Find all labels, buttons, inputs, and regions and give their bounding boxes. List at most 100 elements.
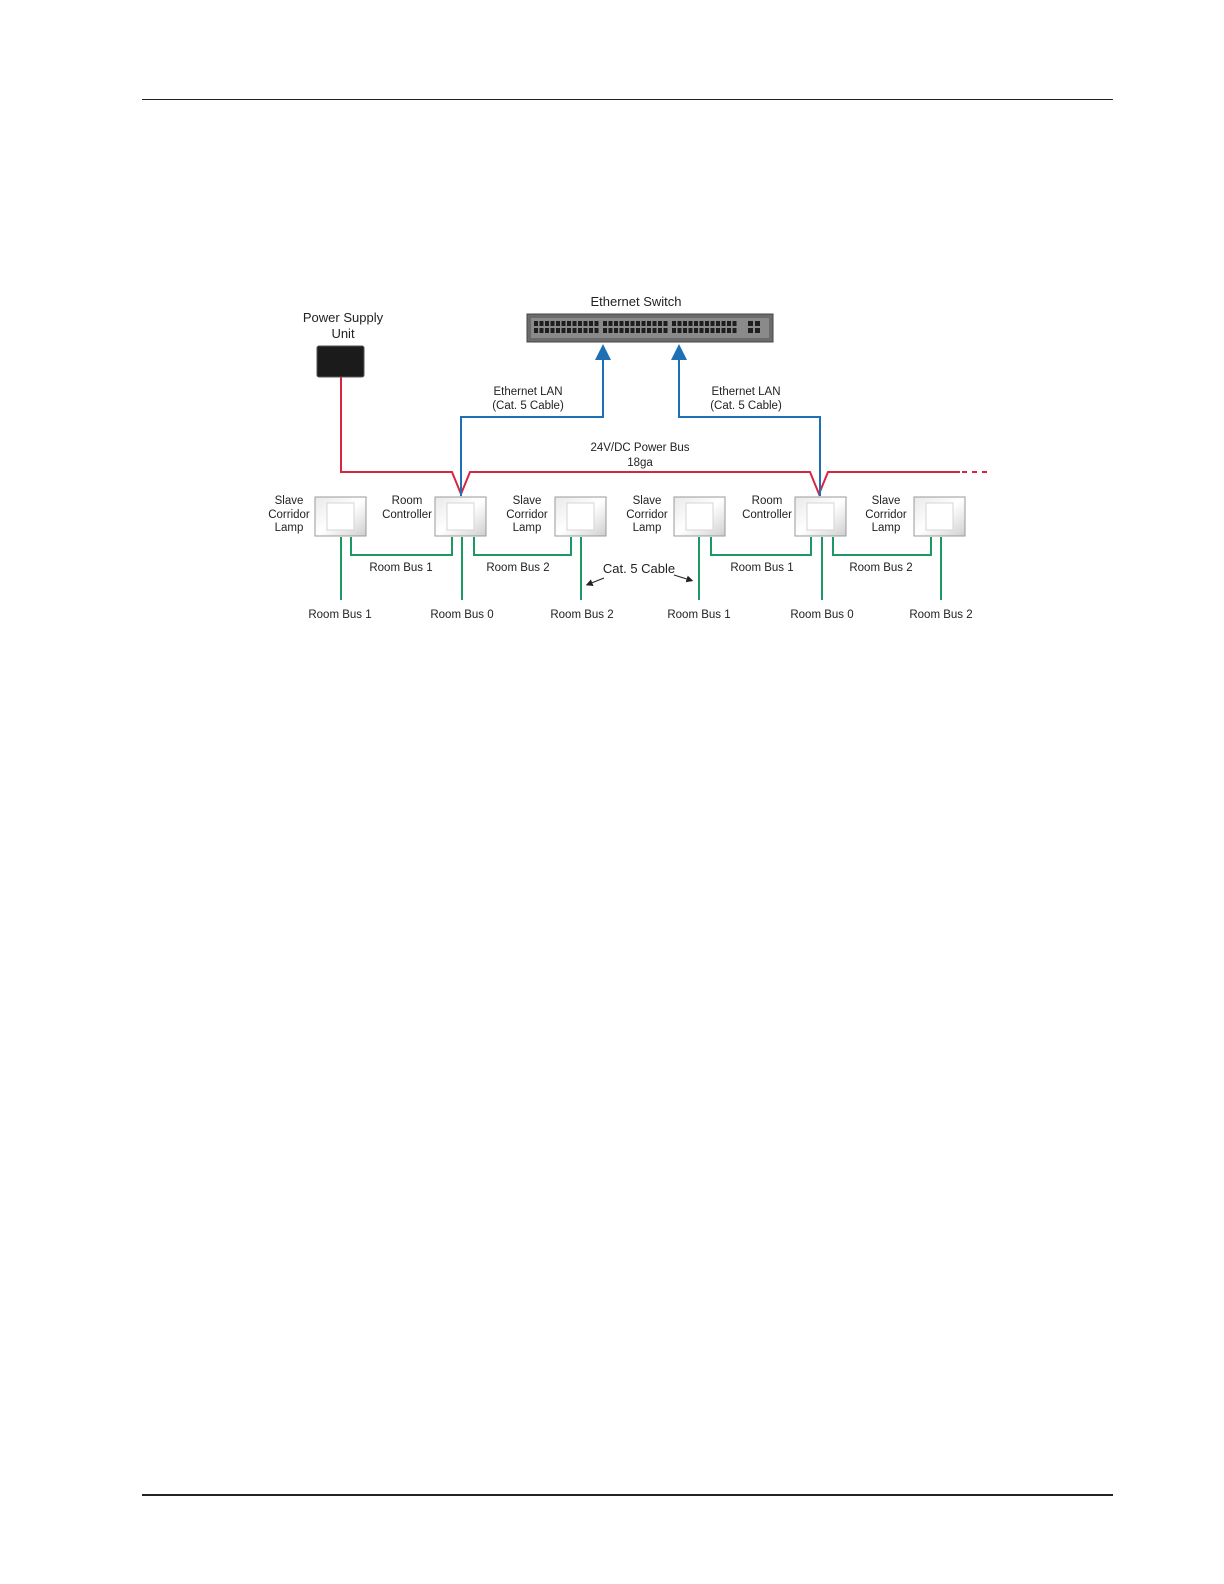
switch-port — [710, 328, 715, 333]
switch-port — [619, 321, 624, 326]
room-controller-2 — [794, 496, 847, 537]
switch-port — [636, 328, 640, 333]
switch-port — [663, 321, 668, 326]
switch-port — [652, 328, 657, 333]
switch-port — [534, 328, 538, 333]
power-supply-unit — [316, 345, 365, 378]
switch-port — [716, 328, 720, 333]
room-controller-1 — [434, 496, 487, 537]
switch-port — [727, 321, 731, 326]
switch-port — [699, 321, 704, 326]
switch-port — [641, 321, 646, 326]
switch-port — [630, 321, 635, 326]
cat5-cable-label: Cat. 5 Cable — [603, 561, 675, 576]
switch-port — [732, 321, 737, 326]
slave-corridor-lamp-2 — [554, 496, 607, 537]
slave-corridor-lamp-4 — [913, 496, 966, 537]
link-label-room-bus-1-b: Room Bus 1 — [730, 562, 793, 574]
slave4-label-3: Lamp — [872, 522, 901, 534]
switch-port — [589, 321, 593, 326]
switch-port — [688, 321, 693, 326]
switch-port — [545, 321, 549, 326]
slave2-label-2: Corridor — [506, 509, 548, 521]
switch-port — [658, 321, 662, 326]
slave3-label-2: Corridor — [626, 509, 668, 521]
switch-port — [572, 321, 577, 326]
switch-port — [694, 321, 698, 326]
lan-left-label-line1: Ethernet LAN — [493, 386, 562, 398]
slave-corridor-lamp-3 — [673, 496, 726, 537]
slave-corridor-lamp-1 — [314, 496, 367, 537]
switch-port — [636, 321, 640, 326]
switch-port — [539, 321, 544, 326]
switch-port — [608, 328, 613, 333]
switch-port — [614, 328, 618, 333]
switch-port — [630, 328, 635, 333]
rc2-label-1: Room — [752, 495, 783, 507]
switch-port — [677, 328, 682, 333]
power-supply-label-line1: Power Supply — [303, 310, 384, 325]
switch-uplink-port — [748, 328, 753, 333]
power-bus-wire — [340, 377, 992, 497]
switch-port — [732, 328, 737, 333]
switch-port — [705, 328, 709, 333]
switch-port — [721, 321, 726, 326]
switch-port — [603, 321, 607, 326]
power-supply-label-line2: Unit — [331, 326, 355, 341]
footer-rule — [142, 1494, 1113, 1496]
power-bus-label-line2: 18ga — [627, 457, 653, 469]
slave3-label-3: Lamp — [633, 522, 662, 534]
link-label-room-bus-2-a: Room Bus 2 — [486, 562, 549, 574]
lan-right-label-line2: (Cat. 5 Cable) — [710, 400, 782, 412]
switch-port — [556, 328, 560, 333]
switch-port — [625, 328, 629, 333]
switch-port — [534, 321, 538, 326]
switch-port — [672, 328, 676, 333]
switch-port — [641, 328, 646, 333]
switch-port — [567, 328, 571, 333]
slave4-label-2: Corridor — [865, 509, 907, 521]
switch-uplink-port — [755, 328, 760, 333]
switch-port — [683, 328, 687, 333]
switch-port — [578, 321, 582, 326]
slave2-label-3: Lamp — [513, 522, 542, 534]
bottom-label-room-bus-1-b: Room Bus 1 — [667, 609, 730, 621]
slave3-label-1: Slave — [633, 495, 662, 507]
lan-left-label-line2: (Cat. 5 Cable) — [492, 400, 564, 412]
switch-port — [561, 321, 566, 326]
bottom-label-room-bus-1-a: Room Bus 1 — [308, 609, 371, 621]
switch-port — [603, 328, 607, 333]
slave1-label-3: Lamp — [275, 522, 304, 534]
ethernet-lan-right-wire — [671, 344, 821, 496]
link-label-room-bus-1-a: Room Bus 1 — [369, 562, 432, 574]
switch-port — [619, 328, 624, 333]
slave2-label-1: Slave — [513, 495, 542, 507]
switch-port — [545, 328, 549, 333]
switch-port — [550, 321, 555, 326]
lan-right-label-line1: Ethernet LAN — [711, 386, 780, 398]
switch-port — [583, 328, 588, 333]
switch-port — [672, 321, 676, 326]
ethernet-lan-left-wire — [460, 344, 611, 496]
switch-port — [663, 328, 668, 333]
switch-port — [625, 321, 629, 326]
switch-port — [539, 328, 544, 333]
switch-port — [688, 328, 693, 333]
switch-port — [572, 328, 577, 333]
switch-port — [721, 328, 726, 333]
switch-port — [699, 328, 704, 333]
ethernet-switch-label: Ethernet Switch — [590, 294, 681, 309]
ethernet-switch — [526, 313, 774, 343]
switch-ports — [534, 321, 760, 333]
slave4-label-1: Slave — [872, 495, 901, 507]
switch-port — [658, 328, 662, 333]
switch-port — [710, 321, 715, 326]
switch-port — [677, 321, 682, 326]
switch-port — [556, 321, 560, 326]
switch-port — [608, 321, 613, 326]
switch-port — [583, 321, 588, 326]
switch-port — [705, 321, 709, 326]
bottom-label-room-bus-2-b: Room Bus 2 — [909, 609, 972, 621]
bottom-label-room-bus-0-a: Room Bus 0 — [430, 609, 493, 621]
